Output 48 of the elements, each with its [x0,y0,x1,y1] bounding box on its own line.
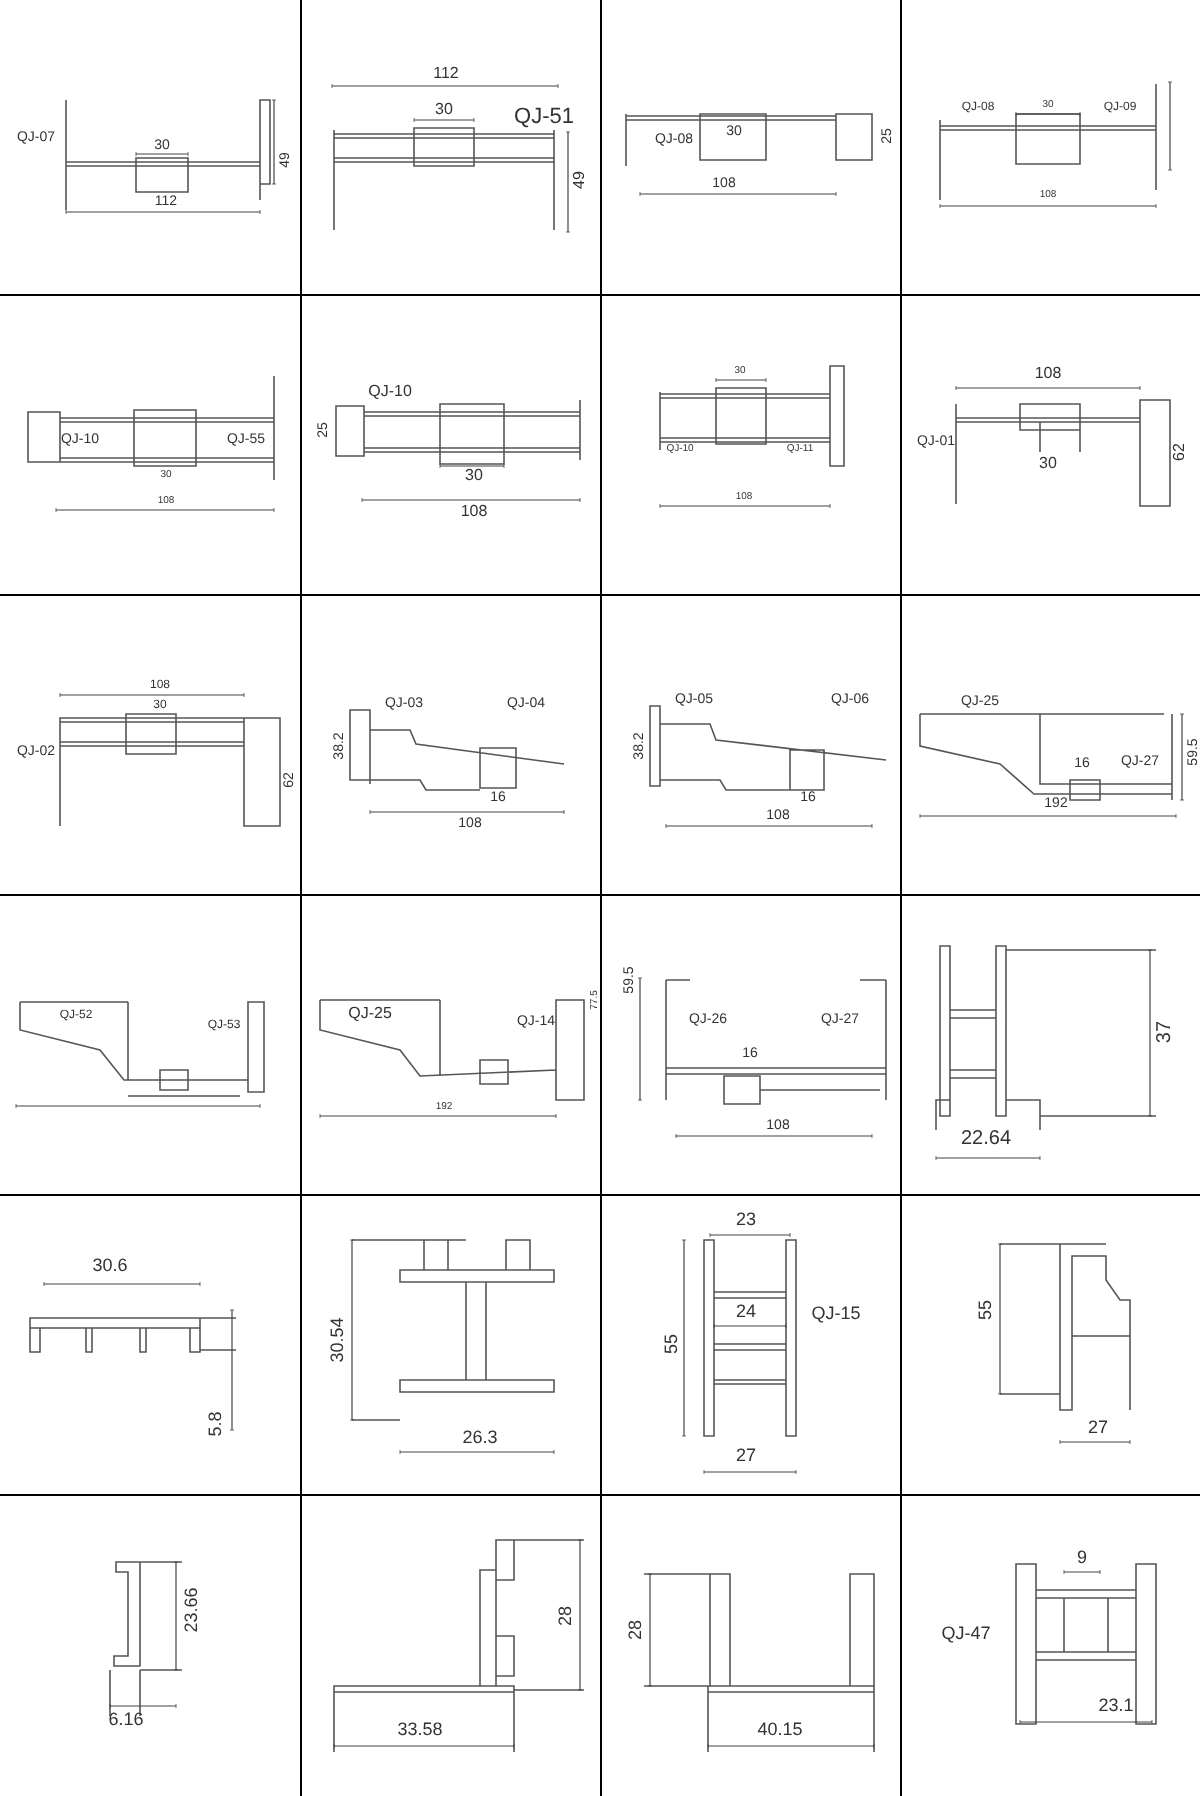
dimension-value: 9 [1077,1549,1087,1567]
grid-cell [602,596,902,896]
grid-cell [602,296,902,596]
dimension-value: 55 [977,1300,995,1320]
dimension-value: 24 [736,1303,756,1321]
dimension-value: 5.8 [207,1411,225,1437]
dimension-value: 27 [736,1447,756,1465]
grid-cell [602,0,902,296]
dimension-value: 28 [557,1606,575,1626]
grid-cell [0,296,302,596]
dimension-value: 30 [435,102,453,118]
dimension-value: 62 [1172,443,1188,461]
dimension-value: 6.16 [108,1711,144,1729]
grid-cell [602,896,902,1196]
dimension-value: 28 [627,1620,645,1640]
dimension-value: 27 [1088,1419,1108,1437]
dimension-value: 30.6 [92,1257,128,1275]
dimension-value: 37 [1156,1020,1176,1044]
grid-cell [0,1196,302,1496]
part-code: QJ-15 [811,1305,861,1323]
part-code: QJ-25 [348,1006,392,1022]
dimension-value: 30.54 [329,1317,347,1363]
dimension-value: 23.66 [183,1587,201,1633]
grid-cell [302,0,602,296]
dimension-value: 108 [460,504,488,520]
dimension-value: 49 [572,171,588,189]
dimension-value: 30 [465,468,483,484]
grid-cell [0,896,302,1196]
dimension-value: 30 [1039,456,1057,472]
part-code: QJ-51 [514,107,574,129]
dimension-value: 33.58 [397,1721,443,1739]
dimension-value: 55 [663,1334,681,1354]
grid-cell [0,596,302,896]
dimension-value: 40.15 [757,1721,803,1739]
part-code: QJ-10 [368,384,412,400]
part-code: QJ-47 [941,1625,991,1643]
grid-cell [602,1196,902,1496]
grid-cell [0,0,302,296]
dimension-value: 23 [736,1211,756,1229]
dimension-value: 23.1 [1098,1697,1134,1715]
dimension-value: 112 [433,66,459,82]
grid-cell [302,1196,602,1496]
grid-cell [302,296,602,596]
grid-cell [302,596,602,896]
dimension-value: 108 [1034,366,1062,382]
dimension-value: 22.64 [960,1130,1012,1150]
grid-cell [302,896,602,1196]
dimension-value: 26.3 [462,1429,498,1447]
